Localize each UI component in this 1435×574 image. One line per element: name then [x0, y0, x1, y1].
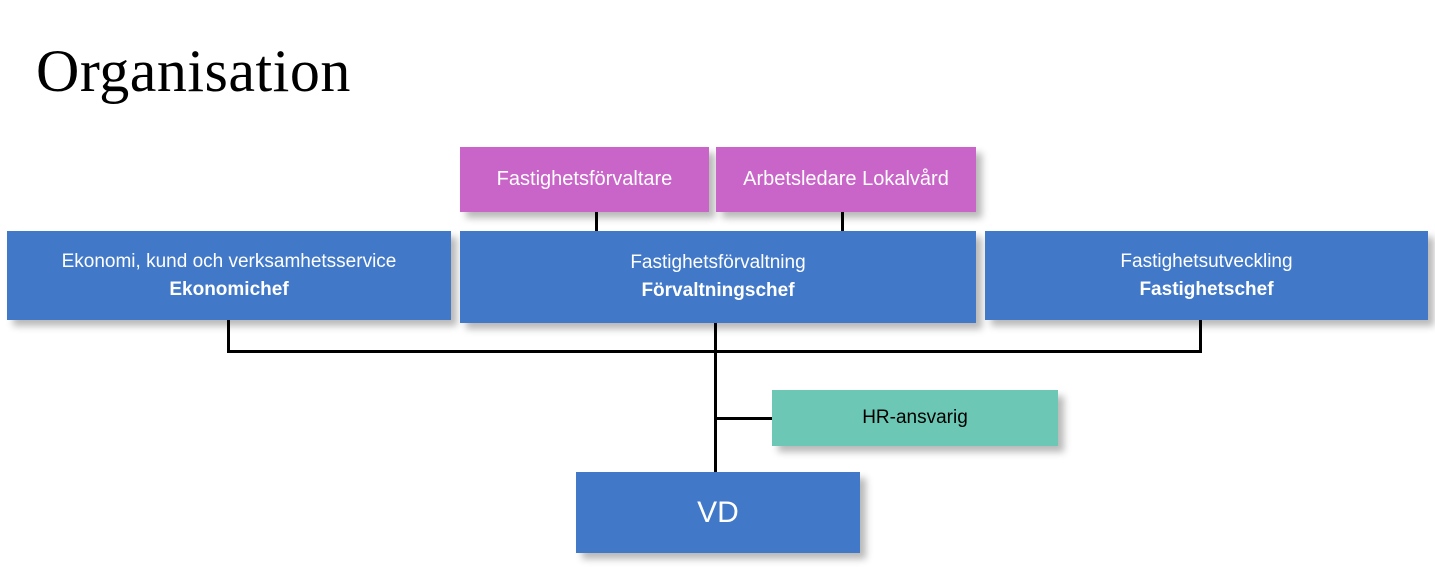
connector-drop-ekonomi: [227, 320, 230, 353]
org-node-manager-title: Förvaltningschef: [641, 280, 795, 301]
connector-branch-to-hr-ansvarig: [714, 417, 774, 420]
org-node-department-name: Fastighetsutveckling: [1120, 250, 1293, 272]
org-node-fastighetsforvaltare[interactable]: Fastighetsförvaltare: [460, 147, 709, 212]
connector-trunk-to-vd: [714, 350, 717, 473]
org-node-label: Fastighetsförvaltare: [496, 168, 673, 190]
connector-drop-fastighetsutveckling: [1199, 320, 1202, 353]
org-node-ekonomi-kund-och-verksamhetsservice[interactable]: Ekonomi, kund och verksamhetsservice Eko…: [7, 231, 451, 320]
org-node-label: HR-ansvarig: [862, 407, 968, 428]
org-node-hr-ansvarig[interactable]: HR-ansvarig: [772, 390, 1058, 446]
org-node-arbetsledare-lokalvard[interactable]: Arbetsledare Lokalvård: [716, 147, 976, 212]
org-node-department-name: Fastighetsförvaltning: [630, 252, 806, 273]
org-node-fastighetsforvaltning[interactable]: Fastighetsförvaltning Förvaltningschef: [460, 231, 976, 323]
org-node-fastighetsutveckling[interactable]: Fastighetsutveckling Fastighetschef: [985, 231, 1428, 320]
org-node-department-name: Ekonomi, kund och verksamhetsservice: [61, 250, 397, 272]
page-title: Organisation: [36, 38, 351, 104]
org-node-manager-title: Fastighetschef: [1139, 278, 1274, 300]
org-node-label: VD: [697, 495, 739, 529]
org-node-vd[interactable]: VD: [576, 472, 860, 553]
connector-drop-fastighetsforvaltning: [714, 322, 717, 353]
connector-arbetsledare-to-fastighetsforvaltning: [841, 211, 844, 237]
org-node-manager-title: Ekonomichef: [169, 278, 289, 300]
org-node-label: Arbetsledare Lokalvård: [743, 168, 949, 190]
connector-fastighetsforvaltare-to-fastighetsforvaltning: [595, 211, 598, 237]
